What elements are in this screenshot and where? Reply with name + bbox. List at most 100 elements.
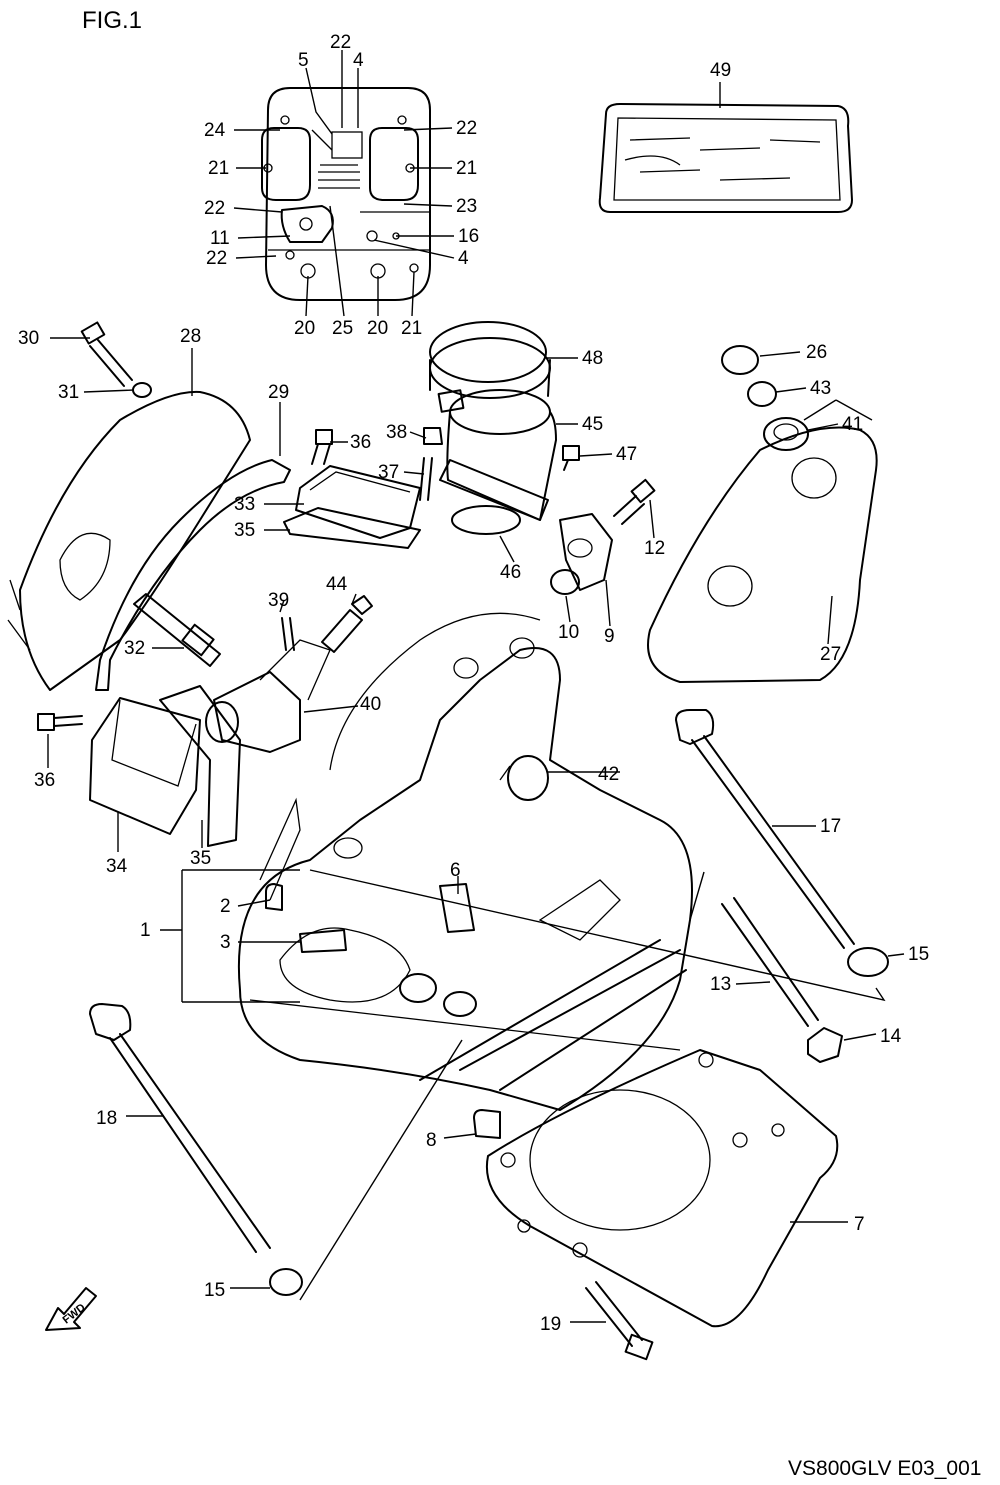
nut-38 [423, 427, 443, 445]
callout-25: 25 [332, 318, 353, 339]
callout-1: 1 [140, 920, 151, 941]
stud-37 [419, 457, 433, 501]
callout-45: 45 [582, 414, 603, 435]
stud-13 [721, 897, 819, 1027]
callout-21a: 21 [208, 158, 229, 179]
gasket-35-upper [283, 507, 421, 549]
bolt-47 [562, 445, 580, 471]
figure-code: VS800GLV E03_001 [788, 1457, 981, 1480]
sensor-44 [321, 595, 373, 653]
washer-15-left [269, 1268, 303, 1296]
callout-7: 7 [854, 1214, 865, 1235]
dowel-pin-2 [265, 883, 283, 911]
callout-2: 2 [220, 896, 231, 917]
callout-numbers: 22 4 5 24 22 21 21 22 23 11 16 22 4 20 2… [18, 32, 929, 1335]
callout-35a: 35 [234, 520, 255, 541]
dowel-pin-8 [473, 1109, 501, 1139]
callout-17: 17 [820, 816, 841, 837]
callout-37: 37 [378, 462, 399, 483]
callout-22d: 22 [206, 248, 227, 269]
callout-5: 5 [298, 50, 309, 71]
gasket-29 [95, 459, 291, 691]
cap-33 [295, 465, 421, 539]
callout-15a: 15 [908, 944, 929, 965]
callout-19: 19 [540, 1314, 561, 1335]
callout-22a: 22 [330, 32, 351, 53]
callout-12: 12 [644, 538, 665, 559]
callout-3: 3 [220, 932, 231, 953]
callout-21c: 21 [401, 318, 422, 339]
callout-36a: 36 [350, 432, 371, 453]
figure-title: FIG.1 [82, 7, 142, 34]
intake-pipe-45 [439, 389, 557, 521]
callout-44: 44 [326, 574, 348, 595]
intake-elbow-40 [205, 639, 331, 753]
gasket-46 [451, 505, 521, 535]
callout-4a: 4 [353, 50, 364, 71]
callout-35b: 35 [190, 848, 211, 869]
callout-40: 40 [360, 694, 381, 715]
callout-27: 27 [820, 644, 841, 665]
callout-9: 9 [604, 626, 615, 647]
hose-joint-9 [559, 513, 613, 591]
bolt-17 [675, 709, 855, 949]
callout-49: 49 [710, 60, 731, 81]
callout-16: 16 [458, 226, 479, 247]
plug-42 [499, 755, 549, 801]
callout-6: 6 [450, 860, 461, 881]
washer-15-right [847, 947, 889, 977]
callout-10: 10 [558, 622, 579, 643]
callout-38: 38 [386, 422, 407, 443]
nut-14 [807, 1027, 843, 1063]
gasket-6 [439, 883, 475, 933]
clamp-48 [429, 321, 551, 413]
fwd-arrow-icon: FWD [45, 1287, 97, 1331]
bolt-36-lower [37, 713, 83, 731]
callout-15b: 15 [204, 1280, 225, 1301]
callout-48: 48 [582, 348, 603, 369]
callout-23: 23 [456, 196, 477, 217]
cylinder-head-1 [237, 612, 693, 1111]
callout-36b: 36 [34, 770, 55, 791]
callout-22c: 22 [204, 198, 225, 219]
gasket-49 [598, 103, 853, 213]
callout-11: 11 [210, 228, 230, 249]
callout-46: 46 [500, 562, 521, 583]
cap-43 [747, 381, 777, 407]
bolt-39 [281, 617, 295, 651]
washer-31 [132, 382, 152, 398]
head-cover-28 [7, 390, 251, 691]
head-gasket-7 [485, 1049, 839, 1328]
callout-21b: 21 [456, 158, 477, 179]
cap-26 [721, 345, 759, 375]
callout-33: 33 [234, 494, 255, 515]
bolt-19 [585, 1281, 654, 1361]
callout-13: 13 [710, 974, 731, 995]
callout-18: 18 [96, 1108, 117, 1129]
o-ring-10 [550, 569, 580, 595]
callout-39: 39 [268, 590, 289, 611]
callout-20a: 20 [294, 318, 315, 339]
callout-24: 24 [204, 120, 226, 141]
callout-8: 8 [426, 1130, 437, 1151]
callout-43: 43 [810, 378, 831, 399]
callout-22b: 22 [456, 118, 477, 139]
callout-32: 32 [124, 638, 145, 659]
bolt-12 [613, 478, 656, 525]
side-cover-27 [647, 426, 878, 683]
cap-34 [89, 697, 201, 835]
bolt-30 [80, 321, 133, 387]
callout-28: 28 [180, 326, 201, 347]
callout-47: 47 [616, 444, 637, 465]
bolt-18 [89, 1003, 271, 1253]
stud-3 [299, 929, 347, 953]
head-bottom-view-inset [261, 87, 431, 301]
callout-29: 29 [268, 382, 289, 403]
callout-14: 14 [880, 1026, 902, 1047]
leader-lines [47, 50, 905, 1323]
callout-42: 42 [598, 764, 619, 785]
bolt-36-upper [311, 429, 333, 465]
callout-20b: 20 [367, 318, 388, 339]
callout-31: 31 [58, 382, 79, 403]
